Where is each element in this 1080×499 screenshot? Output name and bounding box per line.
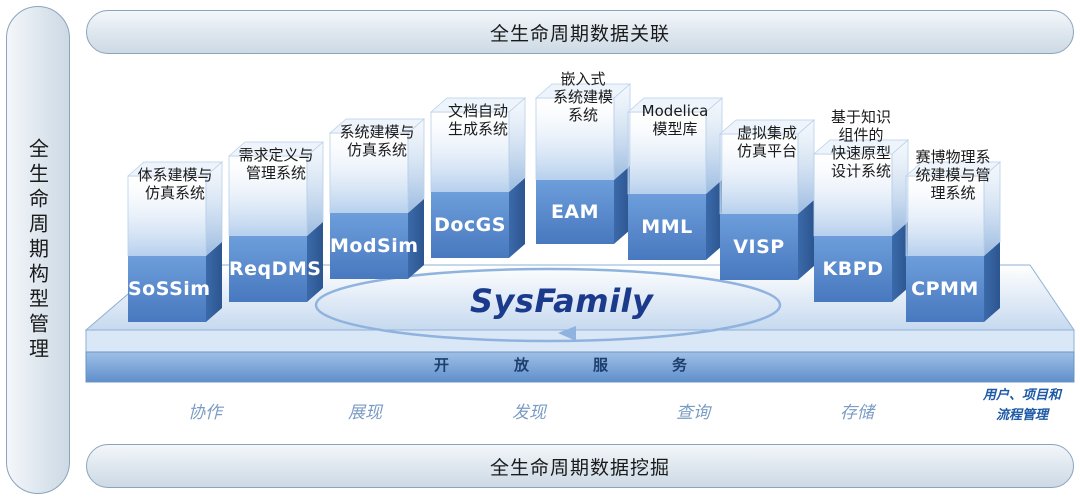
system-code-visp: VISP (733, 236, 785, 258)
function-presentation: 展现 (348, 403, 382, 423)
box-side-kbpd (892, 222, 908, 302)
system-code-reqdms: ReqDMS (229, 258, 322, 280)
system-caption-cpmm: 赛博物理系 统建模与管 理系统 (915, 148, 991, 202)
configuration-management-bar: 全生命周期构型管理 (6, 6, 70, 494)
function-discovery: 发现 (512, 403, 546, 423)
data-association-bar: 全生命周期数据关联 (86, 10, 1074, 54)
glass-top-mml (626, 97, 724, 113)
box-front-docgs (431, 192, 509, 258)
system-code-kbpd: KBPD (822, 258, 884, 280)
box-side-docgs (509, 178, 525, 258)
glass-top-reqdms (227, 141, 325, 157)
box-front-sossim (128, 256, 206, 322)
cycle-arrow-icon (558, 326, 576, 341)
box-front-eam (536, 180, 614, 244)
service-char-3: 服 (593, 356, 609, 374)
system-caption-sossim: 体系建模与 仿真系统 (137, 166, 213, 202)
glass-top-docgs (429, 97, 527, 113)
sysfamily-logo: SysFamily (470, 282, 654, 320)
system-caption-visp: 虚拟集成 仿真平台 (736, 124, 797, 160)
glass-top-visp (718, 119, 816, 135)
system-code-cpmm: CPMM (911, 278, 979, 300)
system-caption-kbpd: 基于知识 组件的 快速原型 设计系统 (830, 108, 891, 180)
box-side-cpmm (984, 242, 1000, 322)
glass-top-kbpd (812, 139, 910, 155)
box-front-cpmm (906, 256, 984, 322)
system-caption-eam: 嵌入式 系统建模 系统 (552, 70, 613, 124)
data-association-label: 全生命周期数据关联 (489, 22, 670, 45)
box-side-mml (706, 180, 722, 260)
system-code-modsim: ModSim (330, 235, 419, 257)
box-front-kbpd (814, 236, 892, 302)
system-code-sossim: SoSSim (128, 278, 211, 300)
box-front-visp (720, 214, 798, 280)
system-caption-reqdms: 需求定义与 管理系统 (238, 146, 314, 182)
glass-top-cpmm (904, 161, 1002, 177)
service-char-2: 放 (514, 356, 530, 374)
box-front-modsim (330, 213, 408, 279)
system-code-eam: EAM (550, 201, 600, 223)
box-front-reqdms (229, 236, 307, 302)
box-side-reqdms (307, 222, 323, 302)
function-storage: 存储 (840, 403, 874, 423)
function-user-project-management: 用户、项目和 流程管理 (982, 388, 1061, 423)
function-collaboration: 协作 (188, 403, 222, 423)
box-side-visp (798, 200, 814, 280)
system-code-docgs: DocGS (434, 214, 506, 236)
data-mining-label: 全生命周期数据挖掘 (489, 456, 670, 479)
box-side-modsim (408, 199, 424, 279)
glass-top-sossim (126, 161, 224, 177)
data-mining-bar: 全生命周期数据挖掘 (86, 444, 1074, 488)
cycle-ellipse (314, 267, 782, 343)
system-code-mml: MML (641, 216, 693, 238)
system-caption-docgs: 文档自动 生成系统 (447, 102, 508, 138)
configuration-management-label: 全生命周期构型管理 (25, 137, 50, 363)
box-front-mml (628, 194, 706, 260)
service-char-1: 开 (434, 356, 450, 374)
box-side-sossim (206, 242, 222, 322)
system-caption-mml: Modelica 模型库 (641, 102, 709, 138)
glass-top-eam (534, 83, 632, 99)
box-side-eam (614, 166, 630, 244)
service-char-4: 务 (672, 356, 688, 374)
function-query: 查询 (676, 403, 710, 423)
system-caption-modsim: 系统建模与 仿真系统 (339, 123, 415, 159)
service-strip (85, 351, 1075, 383)
glass-top-modsim (328, 118, 426, 134)
